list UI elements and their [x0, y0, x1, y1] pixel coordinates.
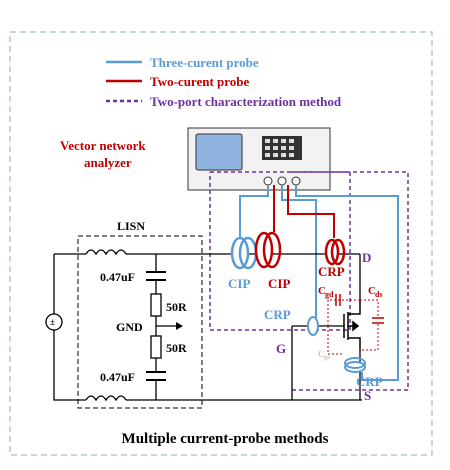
- cds-sub: ds: [375, 290, 383, 299]
- blue-cables: [239, 185, 399, 381]
- cgd-label: C: [318, 285, 326, 297]
- cgd-sub: gd: [325, 290, 334, 299]
- gnd-label: GND: [116, 320, 143, 334]
- crp-red-label: CRP: [318, 264, 345, 279]
- gate-label: G: [276, 341, 286, 356]
- resistor-top-icon: [150, 293, 162, 317]
- cds-label: C: [368, 285, 376, 297]
- crp-blue-bottom-label: CRP: [356, 374, 383, 389]
- vna-label-line1: Vector network: [60, 138, 146, 153]
- inductor-bottom-icon: [85, 395, 127, 402]
- legend: Three-curent probe Two-curent probe Two-…: [106, 55, 342, 109]
- res-top-label: 50R: [166, 300, 187, 314]
- source-label: S: [364, 388, 371, 403]
- mosfet-icon: [343, 300, 361, 350]
- vna-instrument: [187, 127, 331, 191]
- crp-blue-mid-label: CRP: [264, 307, 291, 322]
- red-cables: [273, 185, 335, 238]
- two-port-box-outer: [290, 171, 409, 391]
- legend-two-port: Two-port characterization method: [150, 94, 342, 109]
- res-bottom-label: 50R: [166, 341, 187, 355]
- inductor-top-icon: [85, 249, 127, 256]
- gnd-arrow-icon: [176, 322, 183, 330]
- legend-three-probe: Three-curent probe: [150, 55, 259, 70]
- vna-screen: [195, 133, 243, 171]
- legend-two-probe: Two-curent probe: [150, 74, 250, 89]
- source-sign: ±: [50, 317, 55, 327]
- lisn-label: LISN: [117, 219, 145, 233]
- cgs-label: C: [318, 349, 325, 359]
- resistor-bottom-icon: [150, 335, 162, 359]
- lisn-box: [77, 235, 203, 409]
- vna-port-1: [263, 176, 273, 186]
- cap-bottom-label: 0.47uF: [100, 370, 135, 384]
- cgs-sub: gs: [324, 353, 331, 361]
- cip-blue-label: CIP: [228, 276, 250, 291]
- crp-blue-mid-probe-icon: [307, 316, 319, 336]
- source-icon: [45, 313, 63, 331]
- cap-top-label: 0.47uF: [100, 270, 135, 284]
- cip-red-label: CIP: [268, 276, 290, 291]
- two-port-box-inner: [209, 171, 351, 331]
- outer-frame: [9, 31, 433, 456]
- drain-label: D: [362, 250, 371, 265]
- vna-port-3: [291, 176, 301, 186]
- caption: Multiple current-probe methods: [122, 431, 329, 447]
- vna-port-2: [277, 176, 287, 186]
- vna-label-line2: analyzer: [84, 155, 132, 170]
